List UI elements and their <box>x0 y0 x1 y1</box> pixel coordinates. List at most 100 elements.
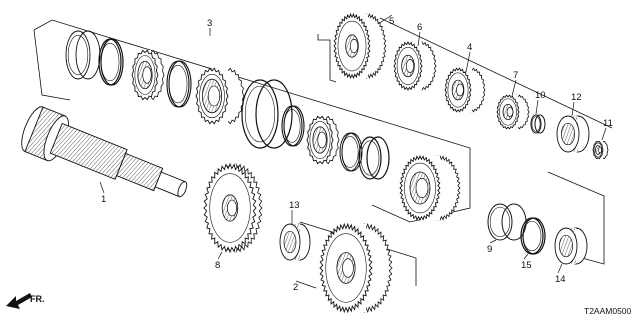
arrow-icon <box>6 293 32 309</box>
bearing-cage <box>283 230 297 254</box>
nut-11 <box>592 140 609 160</box>
ring-front <box>166 60 190 108</box>
bearing-12 <box>556 115 590 153</box>
callout-6: 6 <box>417 22 422 33</box>
callout-8: 8 <box>215 260 220 271</box>
ring-inner <box>67 35 89 75</box>
gear-root-circle <box>325 233 367 303</box>
gear-hub <box>415 178 429 198</box>
ring-back <box>501 203 527 241</box>
cone-3h <box>306 115 340 165</box>
ring-3b <box>98 38 124 86</box>
collar-10 <box>530 114 546 134</box>
gear-hub <box>598 146 602 154</box>
leader-lines <box>99 14 607 289</box>
callout-7: 7 <box>513 70 518 81</box>
ring-back <box>522 217 546 255</box>
callout-4: 4 <box>467 42 472 53</box>
bearing-14 <box>554 227 588 265</box>
snapring-15 <box>520 217 546 255</box>
ring-back <box>283 105 305 147</box>
parts-layer <box>65 12 609 314</box>
callout-3: 3 <box>207 18 212 29</box>
gear-root-circle <box>309 120 331 160</box>
gear-7 <box>496 94 530 130</box>
gear-8 <box>203 162 263 254</box>
ring-back <box>534 114 546 134</box>
ring-front <box>520 217 544 255</box>
part-1-mainshaft <box>21 106 188 198</box>
callout-14: 14 <box>555 274 566 285</box>
bearing-cage <box>561 122 575 146</box>
gear-hub <box>207 85 221 107</box>
callout-13: 13 <box>289 200 300 211</box>
ring-front <box>65 30 91 80</box>
ring-inner <box>168 64 188 104</box>
ring-front <box>98 38 122 86</box>
spacer-9 <box>487 203 527 241</box>
leader-line-7 <box>511 79 517 97</box>
gear-root-circle <box>209 173 251 243</box>
gear-root-circle <box>593 142 603 158</box>
callout-9: 9 <box>487 244 492 255</box>
leader-line-14 <box>557 263 563 274</box>
gear-hub <box>317 131 327 149</box>
sleeve-3f <box>241 79 293 149</box>
gear-root-circle <box>447 72 469 108</box>
callout-2: 2 <box>293 282 298 293</box>
group-3-leftedge <box>33 29 71 101</box>
leader-line-4 <box>465 51 471 73</box>
bearing-cage <box>559 234 573 258</box>
leader-line-10 <box>535 99 539 115</box>
leader-line-9 <box>489 239 497 244</box>
callout-10: 10 <box>535 90 546 101</box>
ring-back <box>255 79 293 149</box>
gear-root-circle <box>337 20 367 72</box>
gear-2 <box>319 222 393 314</box>
leader-line-11 <box>601 127 607 141</box>
callout-1: 1 <box>101 194 106 205</box>
gear-root-circle <box>499 98 517 126</box>
ring-back <box>366 136 390 180</box>
gear-hub <box>456 83 464 97</box>
gear-hub <box>342 258 354 278</box>
front-direction-arrow: FR. <box>6 293 45 309</box>
leader-line-5 <box>377 14 393 25</box>
gear-5 <box>333 12 387 80</box>
gear-hub <box>506 107 514 117</box>
ring-3j <box>358 136 390 180</box>
shaft-tip-face <box>177 181 188 198</box>
gear-hub <box>405 59 415 73</box>
ring-3d <box>166 60 192 108</box>
ring-front <box>281 105 303 147</box>
bearing-13 <box>279 223 311 261</box>
ring-3a <box>65 30 101 80</box>
group-3-outline <box>33 19 471 223</box>
hub-3e <box>195 67 245 125</box>
leader-line-1 <box>99 181 105 194</box>
ring-3g <box>281 105 305 147</box>
ring-inner <box>341 136 359 168</box>
group-9-outline <box>547 171 605 265</box>
callout-12: 12 <box>571 92 582 103</box>
gear-hub <box>349 38 359 54</box>
gear-hub <box>142 66 152 84</box>
ring-front <box>530 114 542 134</box>
gear-4 <box>444 67 486 113</box>
callout-11: 11 <box>603 118 613 129</box>
gear-3k <box>399 154 461 222</box>
leader-line-12 <box>571 101 575 117</box>
ring-front <box>358 136 382 180</box>
gear-root-circle <box>199 73 225 119</box>
ring-front <box>487 203 513 241</box>
group-5-outline <box>317 34 337 83</box>
callout-15: 15 <box>521 260 532 271</box>
ring-inner <box>244 85 276 143</box>
ring-inner <box>360 140 380 176</box>
gear-root-circle <box>134 55 156 95</box>
gear-root-circle <box>396 46 420 86</box>
ring-front <box>241 79 279 149</box>
ring-inner <box>489 206 511 238</box>
